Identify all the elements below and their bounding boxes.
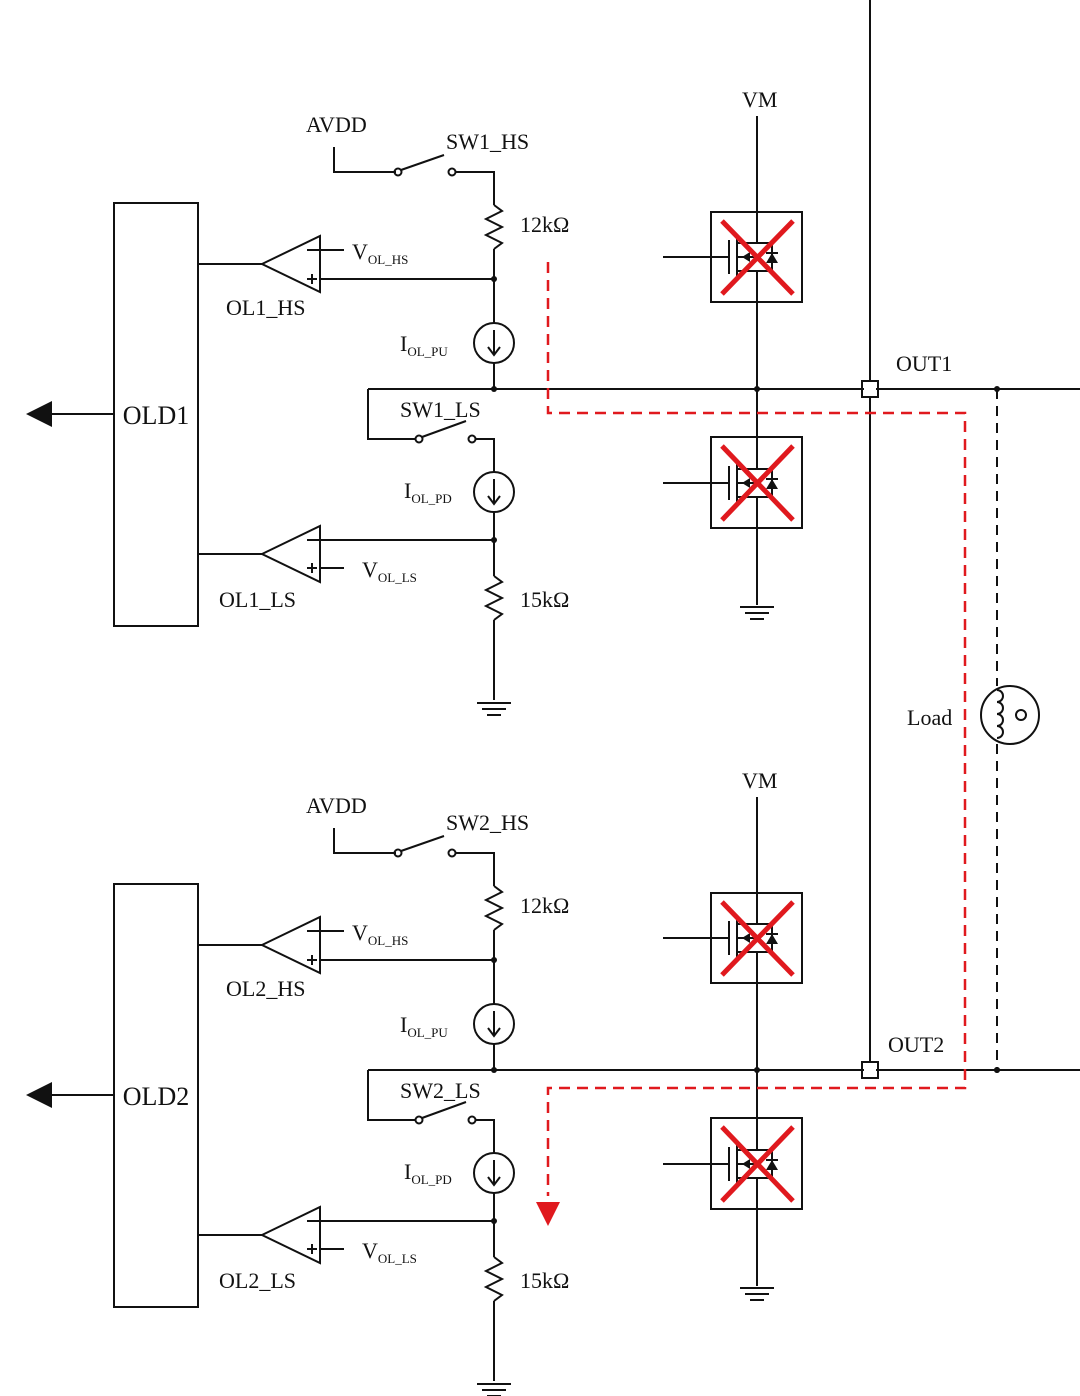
channel-1: OLD1 AVDD SW1_HS 12kΩ VOL_HS OL1_HS IOL_… [26,87,1080,715]
avdd-label: AVDD [306,112,367,137]
sw-hs-label: SW1_HS [446,129,529,154]
vol-ls-label: VOL_LS [362,1238,417,1266]
vm-label: VM [742,768,777,793]
old-label: OLD2 [123,1082,189,1111]
motor-load-icon [980,685,1040,745]
current-arrow-icon [536,1202,560,1226]
vol-hs-label: VOL_HS [352,239,408,267]
comparator-ls-label: OL2_LS [219,1268,296,1293]
out-label: OUT2 [888,1032,944,1057]
fault-current-path [536,262,967,1226]
comparator-hs-label: OL1_HS [226,295,305,320]
channel-2: OLD2 AVDD SW2_HS 12kΩ VOL_HS OL2_HS IOL_… [26,768,1080,1396]
sw-ls-label: SW2_LS [400,1078,481,1103]
resistor-pullup-label: 12kΩ [520,893,569,918]
iol-pu-label: IOL_PU [400,1012,448,1040]
iol-pd-label: IOL_PD [404,478,452,506]
iol-pu-label: IOL_PU [400,331,448,359]
out-label: OUT1 [896,351,952,376]
vol-hs-label: VOL_HS [352,920,408,948]
vm-label: VM [742,87,777,112]
avdd-label: AVDD [306,793,367,818]
iol-pd-label: IOL_PD [404,1159,452,1187]
resistor-pulldown-label: 15kΩ [520,587,569,612]
resistor-pullup-label: 12kΩ [520,212,569,237]
load-branch: Load [907,389,1040,1073]
sw-hs-label: SW2_HS [446,810,529,835]
comparator-ls-label: OL1_LS [219,587,296,612]
load-label: Load [907,705,952,730]
sw-ls-label: SW1_LS [400,397,481,422]
old-label: OLD1 [123,401,189,430]
resistor-pulldown-label: 15kΩ [520,1268,569,1293]
comparator-hs-label: OL2_HS [226,976,305,1001]
vol-ls-label: VOL_LS [362,557,417,585]
